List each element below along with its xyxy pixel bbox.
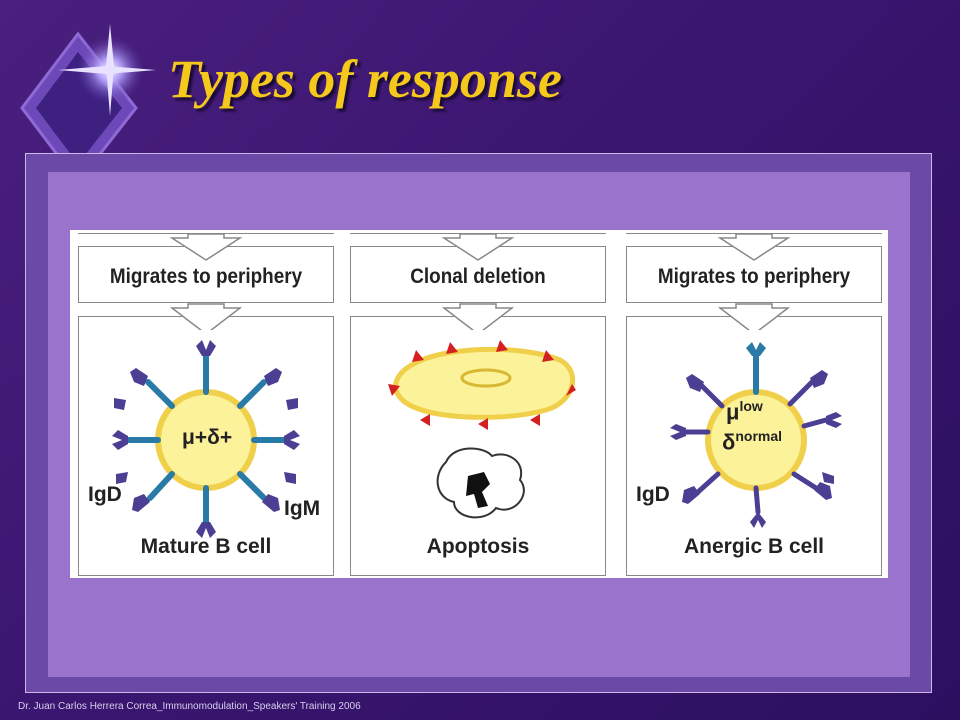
- delta-superscript: normal: [735, 428, 783, 444]
- delta-normal-text: δnormal: [722, 428, 782, 455]
- star-diamond-logo: [20, 24, 156, 185]
- mature-b-cell-drawing: [112, 340, 300, 538]
- result-label: Anergic B cell: [683, 535, 825, 558]
- column-apoptosis: Clonal deletion Apoptosis: [342, 230, 608, 578]
- igd-label: IgD: [636, 483, 670, 506]
- igm-label: IgM: [284, 497, 321, 520]
- apoptosis-drawing: [388, 340, 576, 519]
- column-anergic: Migrates to periphery: [618, 230, 884, 578]
- mu-symbol: μ: [726, 399, 740, 425]
- step-label: Clonal deletion: [410, 265, 546, 288]
- down-arrow-icon: [441, 233, 515, 330]
- delta-symbol: δ: [722, 429, 736, 455]
- step-box: Migrates to periphery: [626, 246, 882, 303]
- mu-low-text: μlow: [726, 398, 763, 425]
- result-label: Apoptosis: [426, 535, 530, 558]
- step-label: Migrates to periphery: [657, 265, 851, 288]
- result-label: Mature B cell: [140, 535, 272, 558]
- mu-superscript: low: [739, 398, 763, 414]
- igd-label: IgD: [88, 483, 122, 506]
- step-box: Migrates to periphery: [78, 246, 334, 303]
- down-arrow-icon: [717, 233, 791, 330]
- step-box: Clonal deletion: [350, 246, 606, 303]
- receptor-profile-text: μ+δ+: [182, 426, 233, 449]
- footer-credit: Dr. Juan Carlos Herrera Correa_Immunomod…: [18, 701, 361, 712]
- column-mature: Migrates to periphery: [70, 230, 336, 578]
- down-arrow-icon: [169, 233, 243, 330]
- slide-title: Types of response: [168, 49, 562, 109]
- b-cell-response-figure: Migrates to periphery: [70, 230, 888, 578]
- step-label: Migrates to periphery: [109, 265, 303, 288]
- anergic-b-cell-drawing: [670, 342, 842, 528]
